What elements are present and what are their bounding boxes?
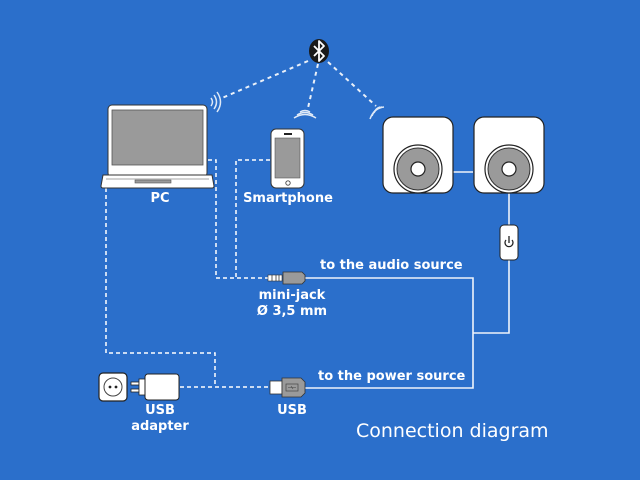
minijack-label-line1: mini-jack <box>258 288 326 303</box>
cable-pc-audio <box>208 159 268 279</box>
cable-smartphone-audio <box>235 159 270 277</box>
usb-adapter-icon <box>130 373 180 401</box>
pc-label: PC <box>150 191 170 206</box>
wall-socket-icon <box>98 372 128 402</box>
laptop-icon <box>100 104 215 189</box>
wifi-signal-smartphone <box>293 109 317 119</box>
bluetooth-link-smartphone <box>307 63 319 109</box>
bluetooth-icon <box>309 39 329 63</box>
bluetooth-link-pc <box>221 60 309 99</box>
dashed-cables <box>105 159 270 388</box>
diagram-title: Connection diagram <box>356 420 549 442</box>
minijack-label-line2: Ø 3,5 mm <box>256 304 328 319</box>
speaker-left-icon <box>382 116 454 194</box>
cable-switch-junction <box>473 260 510 334</box>
wifi-signal-pc <box>210 91 222 113</box>
mini-jack-icon <box>267 271 306 285</box>
power-icon <box>504 236 514 248</box>
usb-adapter-label-line2: adapter <box>131 419 189 434</box>
wifi-signal-speakers <box>369 106 385 120</box>
bluetooth-links <box>221 60 377 109</box>
usb-plug-icon <box>269 377 306 398</box>
usb-label: USB <box>277 403 307 418</box>
smartphone-label: Smartphone <box>243 191 333 206</box>
smartphone-icon <box>270 128 305 189</box>
usb-adapter-label-line1: USB <box>145 403 175 418</box>
cable-pc-usb <box>105 188 216 387</box>
audio-cable-label: to the audio source <box>320 258 463 273</box>
bluetooth-link-speakers <box>327 61 377 107</box>
solid-cables <box>305 171 510 389</box>
speaker-right-icon <box>473 116 545 194</box>
power-cable-label: to the power source <box>318 369 466 384</box>
power-switch[interactable] <box>499 224 519 261</box>
